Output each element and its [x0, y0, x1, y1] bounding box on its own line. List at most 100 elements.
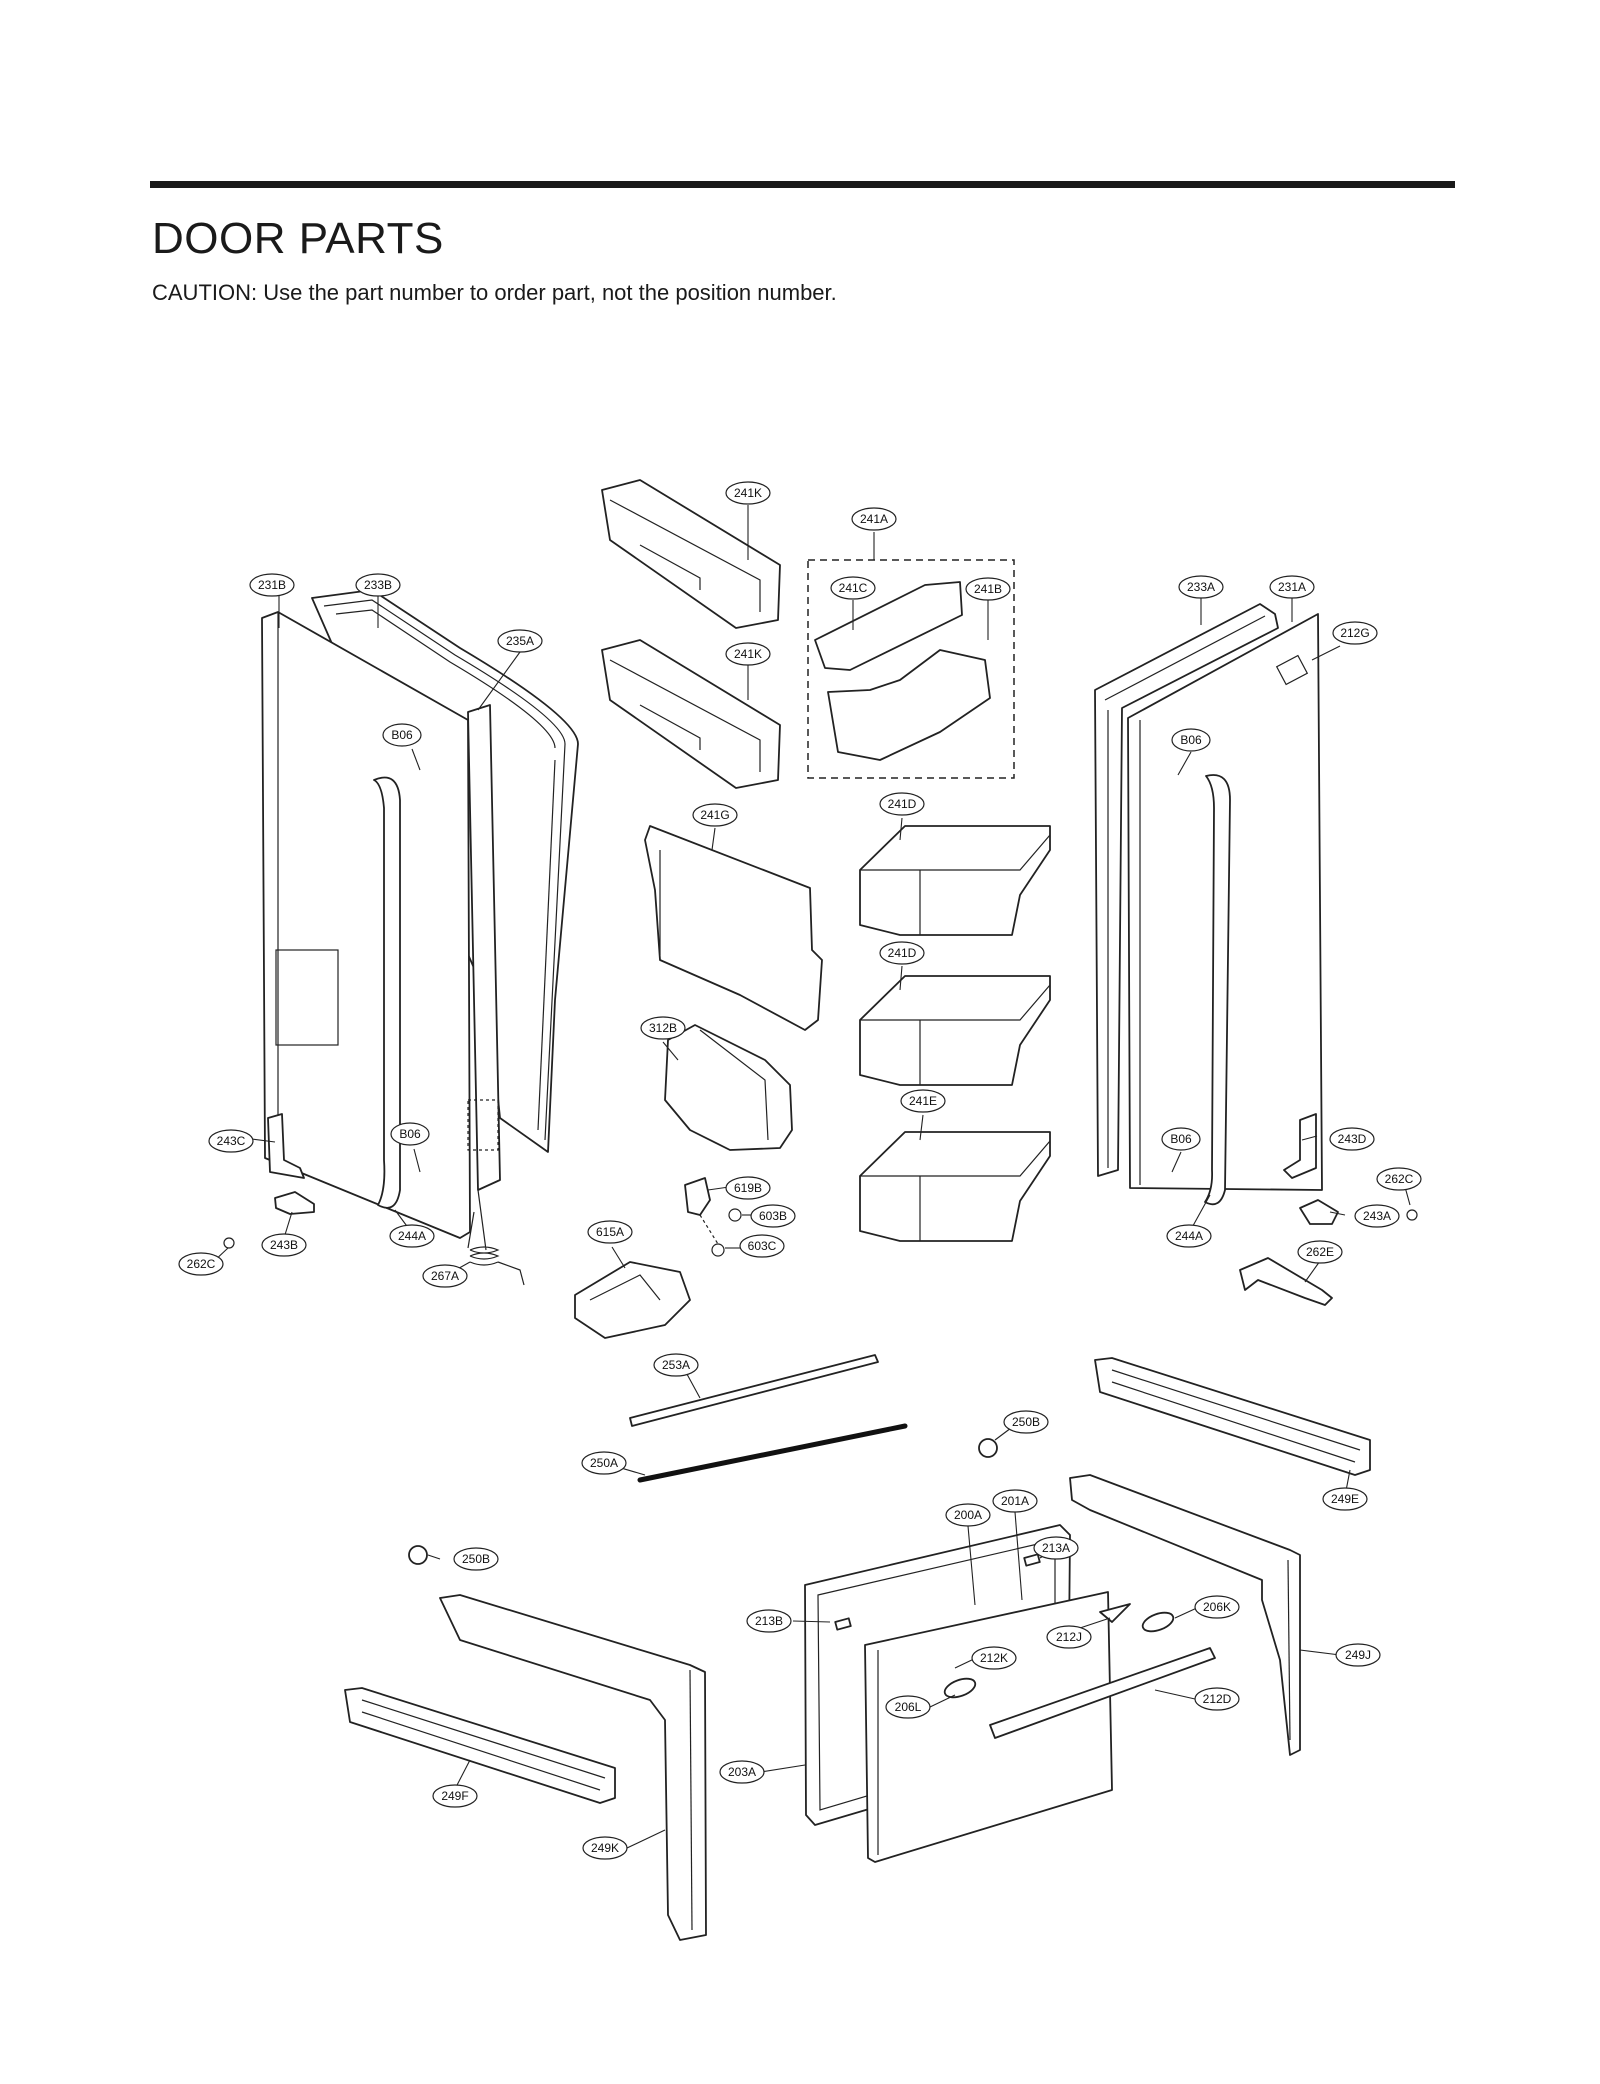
callout-243D: 243D — [1329, 1127, 1375, 1151]
callout-243B: 243B — [261, 1233, 307, 1257]
svg-text:262C: 262C — [187, 1257, 216, 1271]
svg-text:213A: 213A — [1042, 1541, 1070, 1555]
svg-text:212G: 212G — [1340, 626, 1369, 640]
callout-250B-left: 250B — [453, 1547, 499, 1571]
svg-text:235A: 235A — [506, 634, 534, 648]
water-valve-parts — [684, 1177, 742, 1257]
callout-262C-left: 262C — [178, 1252, 224, 1276]
svg-text:249F: 249F — [441, 1789, 468, 1803]
callout-250B-right: 250B — [1003, 1410, 1049, 1434]
svg-text:244A: 244A — [398, 1229, 426, 1243]
door-bin-assembly-box — [807, 559, 1015, 779]
callout-labels: 241K 241A 241K 241C 241B 231B 233B 235A … — [178, 481, 1422, 1860]
svg-text:233A: 233A — [1187, 580, 1215, 594]
callout-262E: 262E — [1297, 1240, 1343, 1264]
svg-text:249J: 249J — [1345, 1648, 1371, 1662]
svg-text:249E: 249E — [1331, 1492, 1359, 1506]
callout-212G: 212G — [1332, 621, 1378, 645]
callout-250A: 250A — [581, 1451, 627, 1475]
svg-text:241K: 241K — [734, 647, 762, 661]
svg-text:213B: 213B — [755, 1614, 783, 1628]
svg-text:200A: 200A — [954, 1508, 982, 1522]
callout-249K: 249K — [582, 1836, 628, 1860]
door-bin-top — [601, 479, 781, 629]
gasket-strip-250a — [637, 1423, 908, 1483]
callout-241D-lower: 241D — [879, 941, 925, 965]
callout-243C: 243C — [208, 1129, 254, 1153]
svg-text:241D: 241D — [888, 797, 917, 811]
door-bin-right-3 — [859, 1131, 1051, 1242]
left-door-hinge-cover — [467, 704, 501, 1191]
callout-241C: 241C — [830, 576, 876, 600]
callout-241B: 241B — [965, 577, 1011, 601]
svg-text:B06: B06 — [391, 728, 413, 742]
drawer-frame-left — [439, 1594, 707, 1941]
callout-241G: 241G — [692, 803, 738, 827]
callout-244A-left: 244A — [389, 1224, 435, 1248]
door-bin-right-2 — [859, 975, 1051, 1086]
door-bin-right-1 — [859, 825, 1051, 936]
callout-212J: 212J — [1046, 1625, 1092, 1649]
left-door-panel — [261, 611, 471, 1239]
callout-241K-second: 241K — [725, 642, 771, 666]
svg-text:212K: 212K — [980, 1651, 1008, 1665]
callout-249F: 249F — [432, 1784, 478, 1808]
svg-text:243D: 243D — [1338, 1132, 1367, 1146]
drawer-frame-right — [1069, 1474, 1301, 1756]
callout-233B: 233B — [355, 573, 401, 597]
svg-text:249K: 249K — [591, 1841, 619, 1855]
drawer-rail-right — [1094, 1357, 1371, 1476]
left-door-spring — [467, 1189, 525, 1286]
caution-note: CAUTION: Use the part number to order pa… — [152, 280, 837, 305]
callout-201A: 201A — [992, 1489, 1038, 1513]
callout-B06-left-bottom: B06 — [390, 1122, 430, 1146]
svg-text:233B: 233B — [364, 578, 392, 592]
callout-213A: 213A — [1033, 1536, 1079, 1560]
svg-text:206L: 206L — [895, 1700, 922, 1714]
right-door-panel — [1127, 613, 1323, 1206]
right-hinge-parts — [1239, 1113, 1418, 1306]
svg-text:241G: 241G — [700, 808, 729, 822]
callout-B06-right-bottom: B06 — [1161, 1127, 1201, 1151]
callout-244A-right: 244A — [1166, 1224, 1212, 1248]
callout-231A: 231A — [1269, 575, 1315, 599]
page-title: DOOR PARTS — [152, 214, 444, 263]
svg-text:267A: 267A — [431, 1269, 459, 1283]
svg-text:603B: 603B — [759, 1209, 787, 1223]
svg-text:241K: 241K — [734, 486, 762, 500]
callout-241K-top: 241K — [725, 481, 771, 505]
callout-312B: 312B — [640, 1016, 686, 1040]
svg-text:231B: 231B — [258, 578, 286, 592]
svg-text:262E: 262E — [1306, 1245, 1334, 1259]
callout-212D: 212D — [1194, 1687, 1240, 1711]
svg-text:212J: 212J — [1056, 1630, 1082, 1644]
callout-200A: 200A — [945, 1503, 991, 1527]
svg-text:243B: 243B — [270, 1238, 298, 1252]
svg-text:241A: 241A — [860, 512, 888, 526]
door-bin-small — [664, 1024, 793, 1151]
callout-203A: 203A — [719, 1760, 765, 1784]
svg-text:B06: B06 — [1180, 733, 1202, 747]
door-bin-divider — [644, 825, 823, 1031]
svg-text:206K: 206K — [1203, 1600, 1231, 1614]
left-hinge-parts — [223, 1113, 315, 1249]
svg-text:241C: 241C — [839, 581, 868, 595]
drawer-rail-left — [344, 1687, 616, 1804]
callout-212K: 212K — [971, 1646, 1017, 1670]
svg-text:231A: 231A — [1278, 580, 1306, 594]
svg-text:253A: 253A — [662, 1358, 690, 1372]
callout-241A: 241A — [851, 507, 897, 531]
svg-text:250A: 250A — [590, 1456, 618, 1470]
callout-206L: 206L — [885, 1695, 931, 1719]
door-bin-second — [601, 639, 781, 789]
svg-text:250B: 250B — [462, 1552, 490, 1566]
callout-253A: 253A — [653, 1353, 699, 1377]
svg-text:243C: 243C — [217, 1134, 246, 1148]
callout-213B: 213B — [746, 1609, 792, 1633]
svg-text:B06: B06 — [1170, 1132, 1192, 1146]
callout-231B: 231B — [249, 573, 295, 597]
callout-619B: 619B — [725, 1176, 771, 1200]
right-door-gasket — [1094, 603, 1279, 1177]
callout-603C: 603C — [739, 1234, 785, 1258]
